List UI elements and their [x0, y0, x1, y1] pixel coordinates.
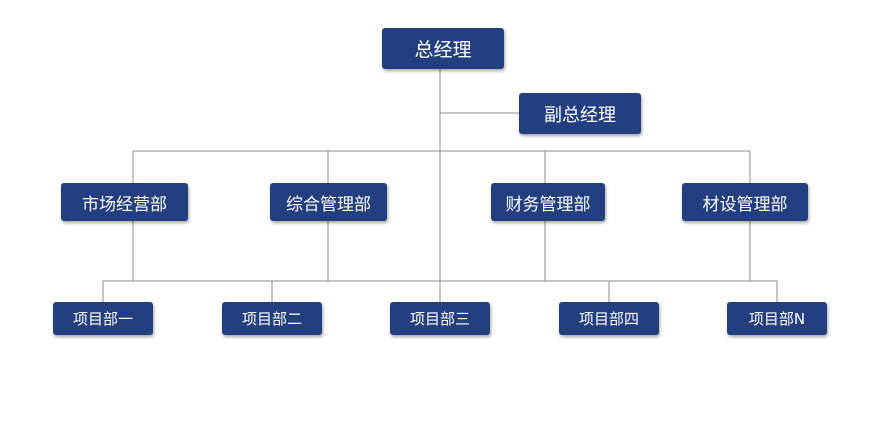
node-label: 项目部三 — [409, 310, 470, 328]
node-project-n: 项目部N — [727, 302, 827, 335]
node-project-2: 项目部二 — [222, 302, 322, 335]
node-project-4: 项目部四 — [559, 302, 659, 335]
node-project-3: 项目部三 — [390, 302, 490, 335]
node-label: 财务管理部 — [505, 194, 591, 215]
node-dept-material: 材设管理部 — [682, 183, 808, 221]
node-deputy-general-manager: 副总经理 — [519, 93, 641, 134]
node-label: 项目部一 — [72, 310, 133, 328]
node-label: 总经理 — [414, 39, 472, 61]
node-dept-market: 市场经营部 — [61, 183, 188, 221]
node-general-manager: 总经理 — [382, 28, 504, 69]
node-label: 项目部二 — [241, 310, 302, 328]
node-label: 综合管理部 — [286, 194, 371, 215]
node-dept-admin: 综合管理部 — [270, 183, 387, 221]
node-label: 项目部四 — [578, 310, 639, 328]
node-dept-finance: 财务管理部 — [491, 183, 605, 221]
node-label: 材设管理部 — [702, 194, 788, 215]
node-label: 项目部N — [748, 310, 806, 328]
node-label: 市场经营部 — [82, 194, 167, 215]
node-label: 副总经理 — [544, 104, 616, 126]
node-project-1: 项目部一 — [53, 302, 153, 335]
